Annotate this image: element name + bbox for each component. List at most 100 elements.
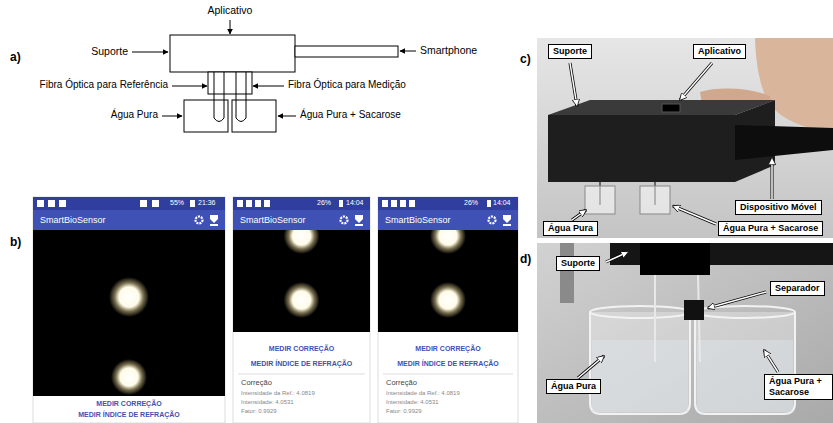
leader-arrow [230, 20, 231, 34]
screenshot [33, 197, 225, 423]
arrow-outline [764, 350, 778, 372]
screen [233, 197, 370, 423]
photo [537, 243, 833, 423]
mobile-device [735, 125, 833, 160]
beaker-rim [590, 306, 690, 318]
screenshot [233, 197, 370, 423]
callout-box: Água Pura [546, 379, 601, 394]
status-icon [264, 200, 270, 207]
leader-arrow [578, 356, 604, 378]
label-text: Aplicativo [208, 4, 253, 17]
battery-icon [487, 200, 491, 207]
status-icon [37, 200, 44, 207]
label-text: Fibra Óptica para Referência [40, 79, 168, 91]
app-bar: SmartBioSensor [233, 210, 370, 230]
callout-box: Suporte [548, 44, 592, 59]
status-icon [246, 200, 252, 207]
screenshot [378, 197, 518, 423]
leader-arrow [400, 51, 416, 52]
leader-arrow [572, 210, 586, 220]
label-text: MEDIR ÍNDICE DE REFRAÇÃO [78, 411, 180, 419]
leader-arrow [253, 86, 284, 87]
leader-arrow [162, 116, 182, 117]
status-icon [400, 200, 406, 207]
label-text: Correção [386, 378, 417, 387]
screen [33, 197, 225, 423]
arrow-outline [673, 206, 716, 224]
callout-label: Água Pura + Sacarose [723, 223, 818, 234]
label-text: 55% [170, 199, 184, 207]
optical-fiber [236, 72, 246, 122]
label-text: Intensidade da Ref.: 4.0819 [241, 390, 315, 397]
settings-icon [489, 217, 496, 224]
status-icon [59, 200, 66, 207]
app-bar: SmartBioSensor [378, 210, 518, 230]
optical-fiber [654, 275, 656, 362]
status-bar [33, 197, 225, 210]
callout-label: Separador [775, 283, 820, 294]
arrow-outline [570, 63, 577, 106]
panel-letter: a) [10, 50, 21, 64]
label-text: Fator: 0.9929 [386, 408, 422, 415]
photo-arrows [578, 252, 778, 378]
leader-arrow [708, 292, 766, 308]
label-text: Intensidade da Ref.: 4.0819 [386, 390, 460, 397]
photo-ground [537, 243, 833, 423]
status-icon [48, 200, 55, 207]
panel-letter: c) [520, 52, 531, 66]
divider [383, 374, 513, 375]
label-text: 26% [464, 199, 478, 207]
cuvette [585, 186, 615, 214]
status-icon [409, 200, 415, 207]
label-text: Água Pura [111, 109, 158, 121]
water [592, 340, 688, 412]
callout-label: Suporte [561, 258, 595, 269]
arrow-outline [572, 210, 586, 220]
callout-box: Água Pura + Sacarose [764, 374, 833, 400]
callout-label: Água Pura [548, 223, 593, 234]
leader-arrow [606, 252, 628, 262]
light-spot [430, 282, 466, 318]
leader-arrow [771, 158, 773, 199]
callout-label: Suporte [553, 46, 587, 57]
label-text: 21:36 [198, 199, 216, 207]
screen [378, 197, 518, 423]
app-title: SmartBioSensor [378, 210, 518, 230]
status-icon [152, 200, 159, 207]
label-text: MEDIR ÍNDICE DE REFRAÇÃO [397, 360, 499, 368]
settings-icon [341, 217, 348, 224]
callout-label: Dispositivo Móvel [740, 202, 817, 213]
toolbar-icons [484, 210, 514, 230]
smartphone-bar [295, 46, 398, 57]
leader-arrow [278, 116, 296, 117]
label-text: 14:04 [346, 199, 364, 207]
panel-letter: d) [520, 252, 531, 266]
leader-arrows [132, 20, 416, 116]
app-bar: SmartBioSensor [33, 210, 225, 230]
fiber-holder [640, 243, 710, 275]
optical-fiber [214, 72, 224, 122]
divider [238, 374, 365, 375]
callout-box: Suporte [556, 256, 600, 271]
cuvette [184, 100, 228, 132]
arrow-outline [771, 158, 774, 199]
arrow-outline [680, 63, 712, 100]
fiber-holder [208, 72, 252, 94]
callout-box: Separador [770, 281, 825, 296]
arrow-outline [606, 252, 628, 262]
light-spot [109, 277, 149, 317]
app-title: SmartBioSensor [233, 210, 370, 230]
label-text: Água Pura + Sacarose [300, 109, 401, 121]
leader-arrow [673, 206, 716, 224]
callout-label: Água Pura [551, 381, 596, 392]
leader-arrow [172, 86, 207, 87]
separator [684, 300, 704, 320]
toolbar-icons [191, 210, 221, 230]
label-text: 14:04 [493, 199, 511, 207]
callout-box: Aplicativo [693, 44, 746, 59]
battery-icon [339, 200, 343, 207]
leader-arrow [680, 63, 712, 100]
camera-window [662, 104, 680, 112]
arrow-outline [578, 356, 604, 378]
